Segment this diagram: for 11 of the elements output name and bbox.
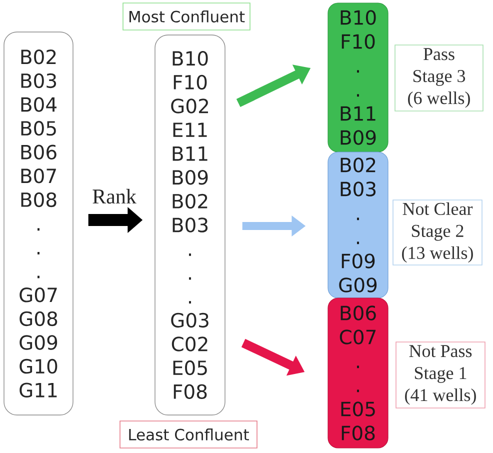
list-box: B10 F10 G02 E11 B11 B09 B02 B03 . . . G03 C02 E05 F08 bbox=[154, 34, 226, 416]
list-box: B02 B03 B04 B05 B06 B07 B08 . . . G07 G08 G09 G10 G11 bbox=[4, 32, 74, 416]
well-group-box: B02 B03 . . F09 G09 bbox=[328, 152, 388, 298]
edge-label: Rank bbox=[91, 188, 138, 205]
label-box: Most Confluent bbox=[122, 2, 250, 30]
well-group-box: B10 F10 . . B11 B09 bbox=[328, 2, 388, 152]
well-group-box: B06 C07 . . E05 F08 bbox=[328, 298, 388, 448]
stage-box: Not Pass Stage 1 (41 wells) bbox=[396, 342, 486, 408]
label-box: Least Confluent bbox=[120, 420, 258, 448]
stage-box: Pass Stage 3 (6 wells) bbox=[394, 44, 484, 112]
stage-box: Not Clear Stage 2 (13 wells) bbox=[392, 200, 482, 266]
